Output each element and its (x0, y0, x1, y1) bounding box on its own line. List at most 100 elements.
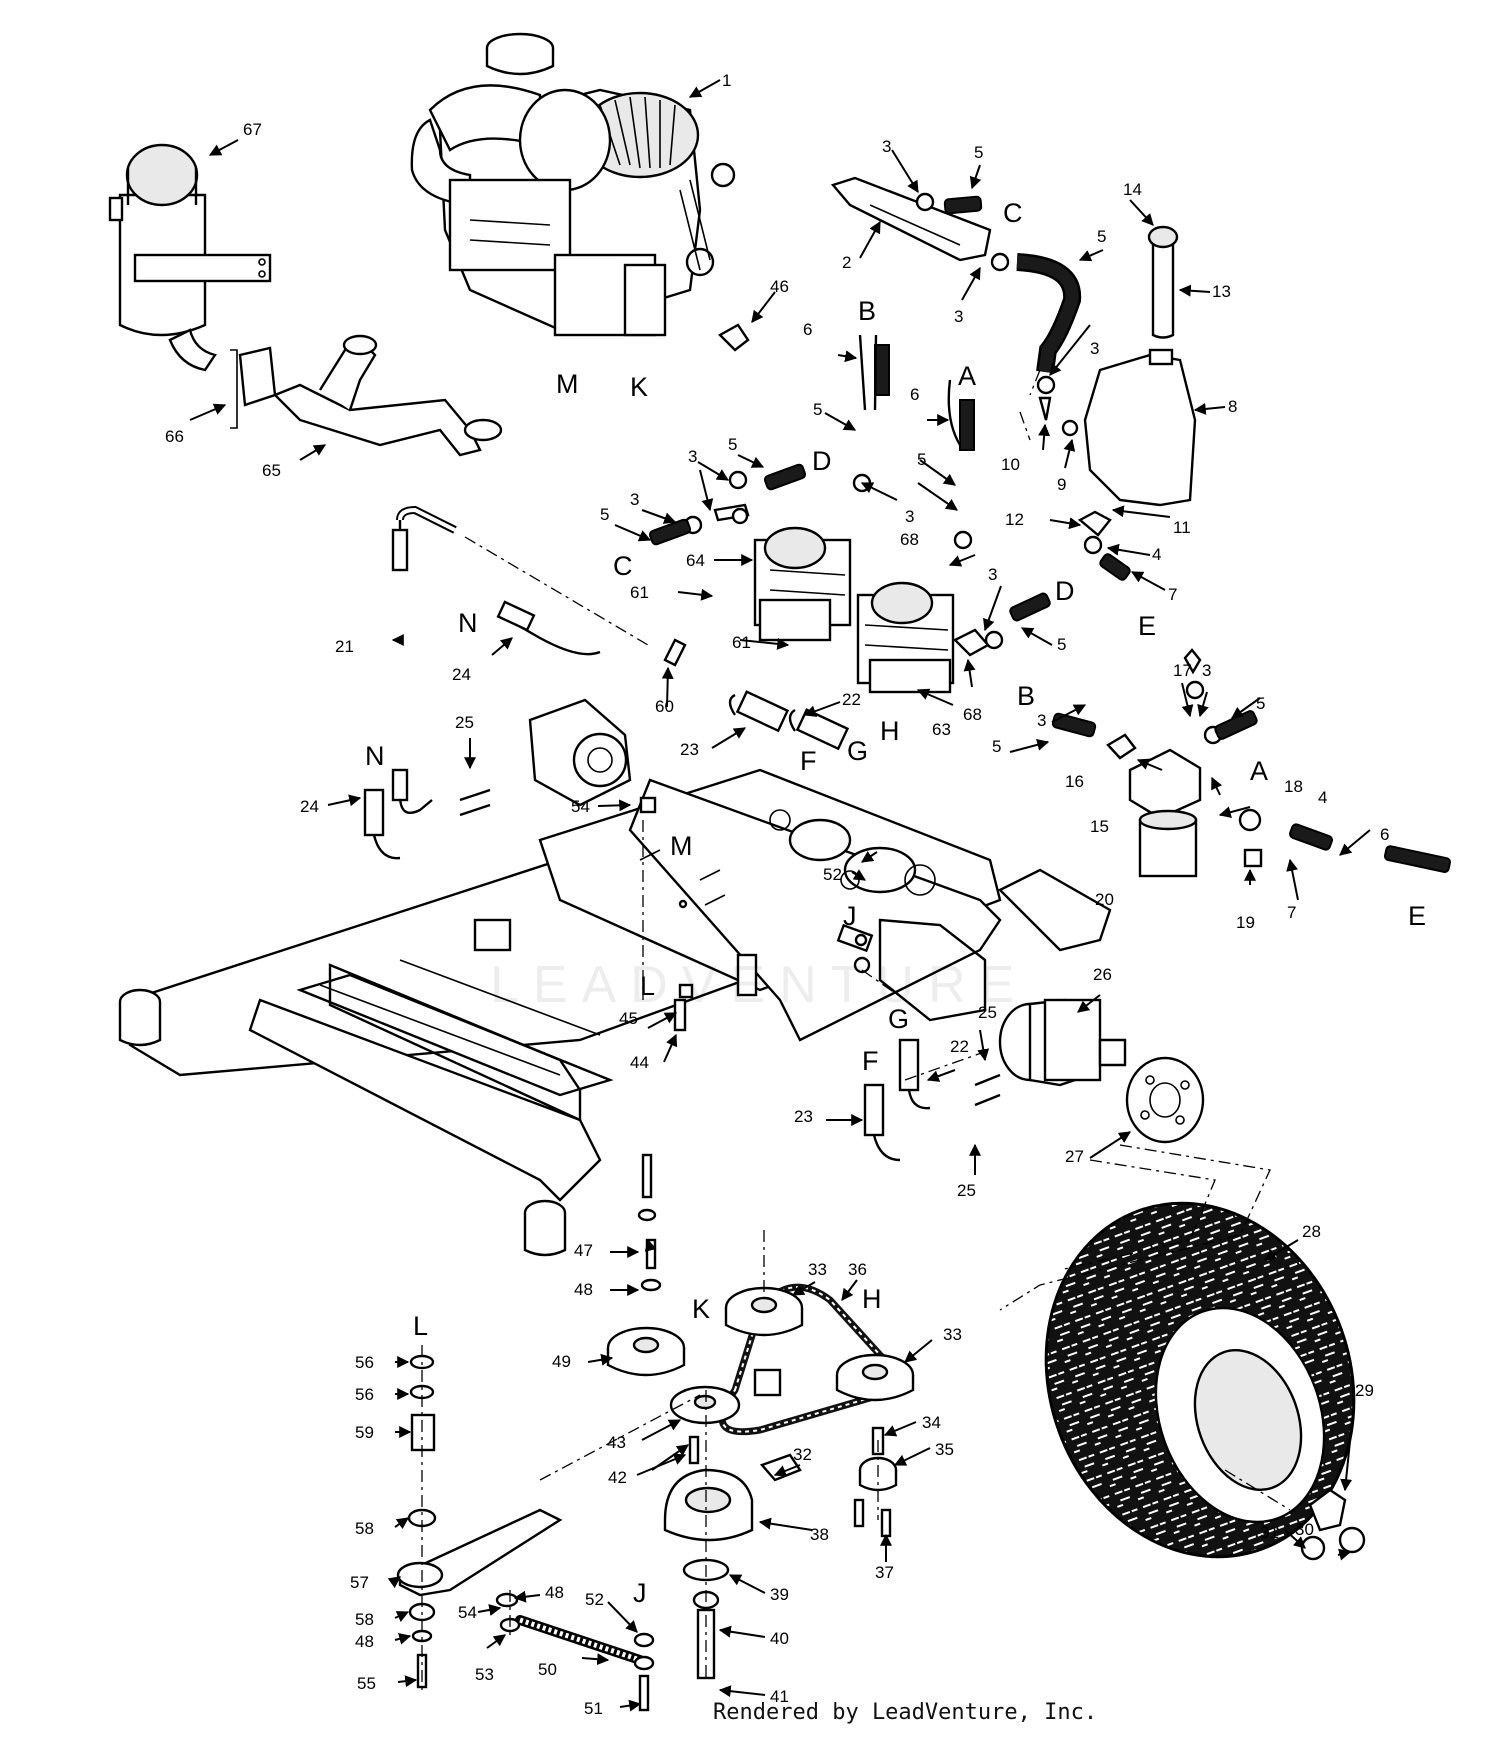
callout-30: 30 (1295, 1520, 1314, 1539)
callout-40: 40 (770, 1629, 789, 1648)
callout-19: 19 (1236, 913, 1255, 932)
callout-33b: 33 (943, 1325, 962, 1344)
callout-23a: 23 (680, 740, 699, 759)
callout-56a: 56 (355, 1353, 374, 1372)
callout-67: 67 (243, 120, 262, 139)
callout-36: 36 (848, 1260, 867, 1279)
callout-48b: 48 (355, 1632, 374, 1651)
callout-5e: 5 (728, 435, 737, 454)
letter-F-upper: F (800, 746, 817, 776)
fuel-filter-bracket (830, 176, 992, 262)
callout-38: 38 (810, 1525, 829, 1544)
hydro-wheel-motor-left (528, 698, 632, 807)
callout-48c: 48 (545, 1583, 564, 1602)
callout-41: 41 (770, 1687, 789, 1706)
callout-5a: 5 (974, 143, 983, 162)
callout-22b: 22 (950, 1037, 969, 1056)
letter-K-engine: K (630, 372, 648, 402)
letter-G-lower: G (888, 1004, 909, 1034)
callout-44: 44 (630, 1053, 649, 1072)
pulley-idler (606, 1326, 686, 1377)
callout-20: 20 (1095, 890, 1114, 909)
callout-53: 53 (475, 1665, 494, 1684)
callout-64: 64 (686, 551, 705, 570)
callout-5b: 5 (1097, 227, 1106, 246)
callout-28: 28 (1302, 1222, 1321, 1241)
callout-5h: 5 (992, 737, 1001, 756)
fasteners-frame (639, 323, 871, 1032)
callout-8: 8 (1228, 397, 1237, 416)
callout-16: 16 (1065, 772, 1084, 791)
callout-47: 47 (574, 1241, 593, 1260)
tire (1044, 1201, 1366, 1561)
callout-24a: 24 (452, 665, 471, 684)
callout-49: 49 (552, 1352, 571, 1371)
callout-39: 39 (770, 1585, 789, 1604)
callout-6b: 6 (910, 385, 919, 404)
callout-6a: 6 (803, 320, 812, 339)
callout-25a: 25 (455, 713, 474, 732)
callout-3i: 3 (1202, 661, 1211, 680)
callout-15: 15 (1090, 817, 1109, 836)
callout-21: 21 (335, 637, 354, 656)
pulley-right (835, 1353, 915, 1402)
letter-F-lower: F (862, 1046, 879, 1076)
frame (118, 768, 1112, 1257)
letter-G-upper: G (847, 736, 868, 766)
callout-17: 17 (1173, 661, 1192, 680)
callout-45: 45 (619, 1009, 638, 1028)
callout-61a: 61 (630, 583, 649, 602)
callout-37: 37 (875, 1563, 894, 1582)
callout-58a: 58 (355, 1519, 374, 1538)
callout-3d: 3 (905, 507, 914, 526)
letter-E-tank: E (1138, 611, 1156, 641)
callout-3h: 3 (1037, 711, 1046, 730)
leader-arrows (189, 79, 1371, 1712)
letter-M-frame: M (670, 831, 693, 861)
callout-68a: 68 (900, 530, 919, 549)
callout-10: 10 (1001, 455, 1020, 474)
footer-credit: Rendered by LeadVenture, Inc. (713, 1700, 1098, 1725)
callout-9: 9 (1057, 475, 1066, 494)
callout-3e: 3 (688, 447, 697, 466)
letter-N-lower: N (365, 741, 385, 771)
callout-25b: 25 (978, 1003, 997, 1022)
callout-18: 18 (1284, 777, 1303, 796)
callout-5c: 5 (813, 400, 822, 419)
watermark: LEADVENTURE (490, 956, 1029, 1014)
callout-50: 50 (538, 1660, 557, 1679)
callout-2: 2 (842, 253, 851, 272)
callout-6c: 6 (1380, 825, 1389, 844)
pulley-top (724, 1286, 804, 1337)
letter-J-spring: J (633, 1578, 647, 1608)
callout-1: 1 (722, 71, 731, 90)
idler-arm (396, 1153, 657, 1712)
connection-letters: M K B A C D C D E N N F G H B A E M J L … (365, 198, 1426, 1608)
callout-51: 51 (584, 1699, 603, 1718)
callout-5g: 5 (1057, 635, 1066, 654)
letter-D-right: D (1055, 576, 1075, 606)
letter-A-right: A (1250, 756, 1268, 786)
wheel-hub (1125, 1056, 1205, 1144)
callout-34: 34 (922, 1413, 941, 1432)
callout-48a: 48 (574, 1280, 593, 1299)
callout-24b: 24 (300, 797, 319, 816)
callout-52a: 52 (823, 865, 842, 884)
callout-66: 66 (165, 427, 184, 446)
callout-59: 59 (355, 1423, 374, 1442)
letter-N-upper: N (458, 608, 478, 638)
letter-B-right: B (1017, 681, 1035, 711)
callout-numbers: 1 67 66 65 2 3 5 3 5 3 14 13 8 10 9 11 1… (165, 71, 1389, 1718)
hydro-pump-right (856, 581, 990, 694)
letter-J-frame: J (843, 901, 857, 931)
callout-5i: 5 (1256, 694, 1265, 713)
callout-14: 14 (1123, 180, 1142, 199)
letter-C-left: C (613, 551, 633, 581)
callout-3g: 3 (988, 565, 997, 584)
callout-46: 46 (770, 277, 789, 296)
callout-54b: 54 (458, 1603, 477, 1622)
callout-7a: 7 (1168, 585, 1177, 604)
callout-56b: 56 (355, 1385, 374, 1404)
letter-E-right: E (1408, 901, 1426, 931)
letter-D-top: D (812, 446, 832, 476)
